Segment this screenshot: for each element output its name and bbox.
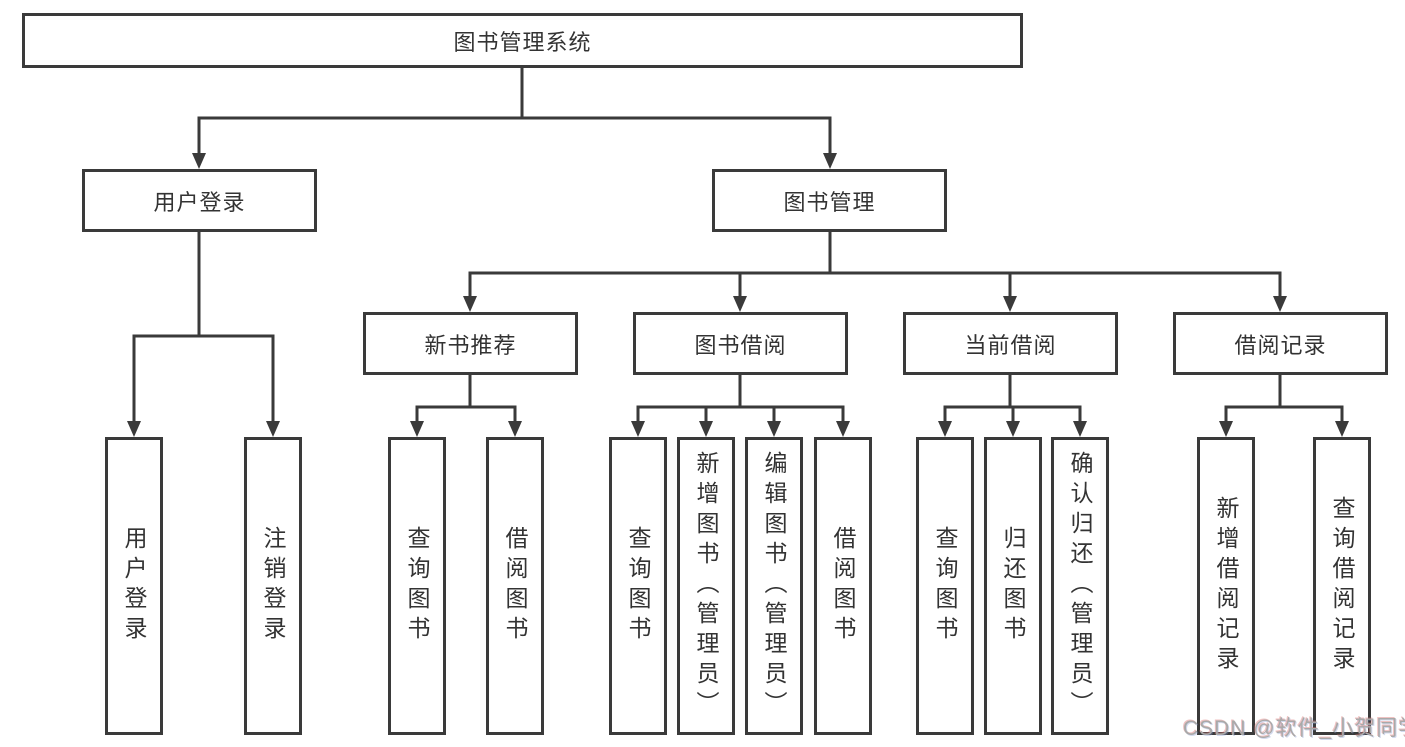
leaf-book-borrow-borrow: 借阅图书 xyxy=(814,437,872,735)
arrow-down-icon xyxy=(767,421,781,437)
node-current-borrow: 当前借阅 xyxy=(903,312,1118,375)
arrow-down-icon xyxy=(1073,421,1087,437)
arrow-down-icon xyxy=(938,421,952,437)
arrow-down-icon xyxy=(266,421,280,437)
node-book-mgmt: 图书管理 xyxy=(712,169,947,232)
arrow-down-icon xyxy=(836,421,850,437)
arrow-down-icon xyxy=(192,153,206,169)
arrow-down-icon xyxy=(823,153,837,169)
leaf-book-borrow-query: 查询图书 xyxy=(609,437,667,735)
arrow-down-icon xyxy=(1003,296,1017,312)
leaf-current-borrow-query: 查询图书 xyxy=(916,437,974,735)
arrow-heads xyxy=(127,153,1349,437)
connector-book-borrow-branch xyxy=(636,373,845,424)
leaf-current-borrow-return: 归还图书 xyxy=(984,437,1042,735)
arrow-down-icon xyxy=(1006,421,1020,437)
leaf-borrow-record-add: 新增借阅记录 xyxy=(1197,437,1255,735)
node-root: 图书管理系统 xyxy=(22,13,1023,68)
connector-borrow-record-branch xyxy=(1224,373,1344,424)
arrow-down-icon xyxy=(1273,296,1287,312)
node-borrow-record: 借阅记录 xyxy=(1173,312,1388,375)
leaf-new-book-query: 查询图书 xyxy=(388,437,446,735)
arrow-down-icon xyxy=(699,421,713,437)
arrow-down-icon xyxy=(733,296,747,312)
arrow-down-icon xyxy=(1219,421,1233,437)
leaf-book-borrow-edit: 编辑图书（管理员） xyxy=(745,437,803,735)
connector-new-book-branch xyxy=(415,373,517,424)
arrow-down-icon xyxy=(508,421,522,437)
arrow-down-icon xyxy=(1335,421,1349,437)
leaf-user-login-login: 用户登录 xyxy=(105,437,163,735)
connector-root-branch xyxy=(197,66,832,156)
node-new-book: 新书推荐 xyxy=(363,312,578,375)
leaf-new-book-borrow: 借阅图书 xyxy=(486,437,544,735)
leaf-book-borrow-add: 新增图书（管理员） xyxy=(677,437,735,735)
connector-book-mgmt-branch xyxy=(468,230,1282,299)
watermark: CSDN @软件_小贺同学 xyxy=(1183,717,1405,740)
leaf-current-borrow-confirm: 确认归还（管理员） xyxy=(1051,437,1109,735)
arrow-down-icon xyxy=(410,421,424,437)
arrow-down-icon xyxy=(631,421,645,437)
arrow-down-icon xyxy=(127,421,141,437)
leaf-borrow-record-query: 查询借阅记录 xyxy=(1313,437,1371,735)
node-user-login: 用户登录 xyxy=(82,169,317,232)
leaf-user-login-logout: 注销登录 xyxy=(244,437,302,735)
connector-user-login-branch xyxy=(132,230,275,424)
connector-current-borrow-branch xyxy=(943,373,1082,424)
arrow-down-icon xyxy=(463,296,477,312)
node-book-borrow: 图书借阅 xyxy=(633,312,848,375)
